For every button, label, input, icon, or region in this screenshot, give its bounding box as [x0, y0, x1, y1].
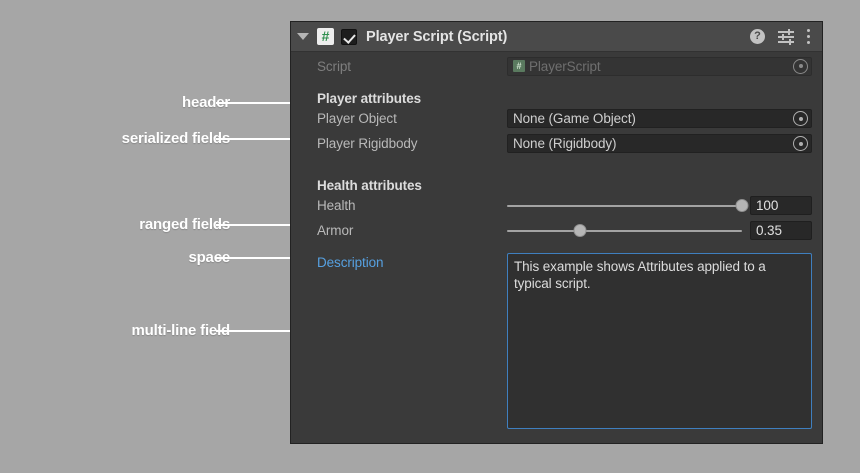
slider-armor[interactable] [507, 221, 742, 240]
field-row-description: Description This example shows Attribute… [291, 253, 822, 429]
description-textarea[interactable]: This example shows Attributes applied to… [507, 253, 812, 429]
annotation-leader-serialized-fields [216, 138, 304, 140]
component-header[interactable]: # Player Script (Script) ? [291, 22, 822, 52]
annotation-label-ranged-fields: ranged fields [139, 216, 230, 233]
context-menu-icon[interactable] [807, 29, 811, 44]
annotation-label-header: header [182, 94, 230, 111]
field-label-armor: Armor [317, 223, 354, 238]
field-row-health: Health 100 [291, 193, 822, 218]
annotation-leader-ranged-fields [216, 224, 304, 226]
object-field-value: None (Game Object) [513, 111, 636, 126]
component-title: Player Script (Script) [366, 28, 508, 45]
object-picker-icon[interactable] [793, 136, 808, 151]
annotation-label-multiline-field: multi-line field [131, 322, 231, 339]
field-label-health: Health [317, 198, 356, 213]
object-picker-icon[interactable] [793, 111, 808, 126]
script-row-label: Script [317, 58, 351, 74]
field-row-player-object: Player Object None (Game Object) [291, 106, 822, 131]
field-label-player-object: Player Object [317, 111, 397, 126]
field-label-description: Description [317, 255, 384, 270]
inspector-panel: # Player Script (Script) ? Script # Play… [291, 22, 822, 443]
section-spacer [291, 156, 822, 167]
field-label-player-rigidbody: Player Rigidbody [317, 136, 418, 151]
number-field-health[interactable]: 100 [750, 196, 812, 215]
slider-track [507, 229, 742, 232]
annotation-label-space: space [188, 249, 230, 266]
annotation-leader-space [216, 257, 326, 259]
slider-track [507, 204, 742, 207]
mini-script-icon: # [513, 60, 525, 72]
component-enabled-checkbox[interactable] [341, 28, 357, 45]
script-object-field: # PlayerScript [507, 56, 812, 76]
script-row: Script # PlayerScript [291, 52, 822, 80]
object-field-player-object[interactable]: None (Game Object) [507, 109, 812, 128]
slider-knob[interactable] [735, 199, 749, 212]
header-icon-group: ? [750, 28, 811, 45]
help-icon[interactable]: ? [750, 29, 765, 44]
annotation-label-serialized-fields: serialized fields [121, 130, 231, 147]
field-row-armor: Armor 0.35 [291, 218, 822, 243]
component-body: Script # PlayerScript Player attributes … [291, 52, 822, 429]
section-header-health-attributes: Health attributes [317, 178, 422, 193]
number-field-armor[interactable]: 0.35 [750, 221, 812, 240]
object-field-player-rigidbody[interactable]: None (Rigidbody) [507, 134, 812, 153]
slider-health[interactable] [507, 196, 749, 215]
object-field-value: None (Rigidbody) [513, 136, 617, 151]
object-picker-icon [793, 58, 808, 74]
description-spacer [291, 243, 822, 253]
section-header-player-attributes: Player attributes [317, 91, 422, 106]
foldout-arrow-icon[interactable] [297, 33, 309, 40]
script-object-value: PlayerScript [529, 58, 601, 74]
annotation-leader-header [216, 102, 316, 104]
field-row-player-rigidbody: Player Rigidbody None (Rigidbody) [291, 131, 822, 156]
preset-icon[interactable] [778, 28, 794, 45]
slider-knob[interactable] [573, 224, 587, 237]
script-icon: # [317, 28, 334, 45]
